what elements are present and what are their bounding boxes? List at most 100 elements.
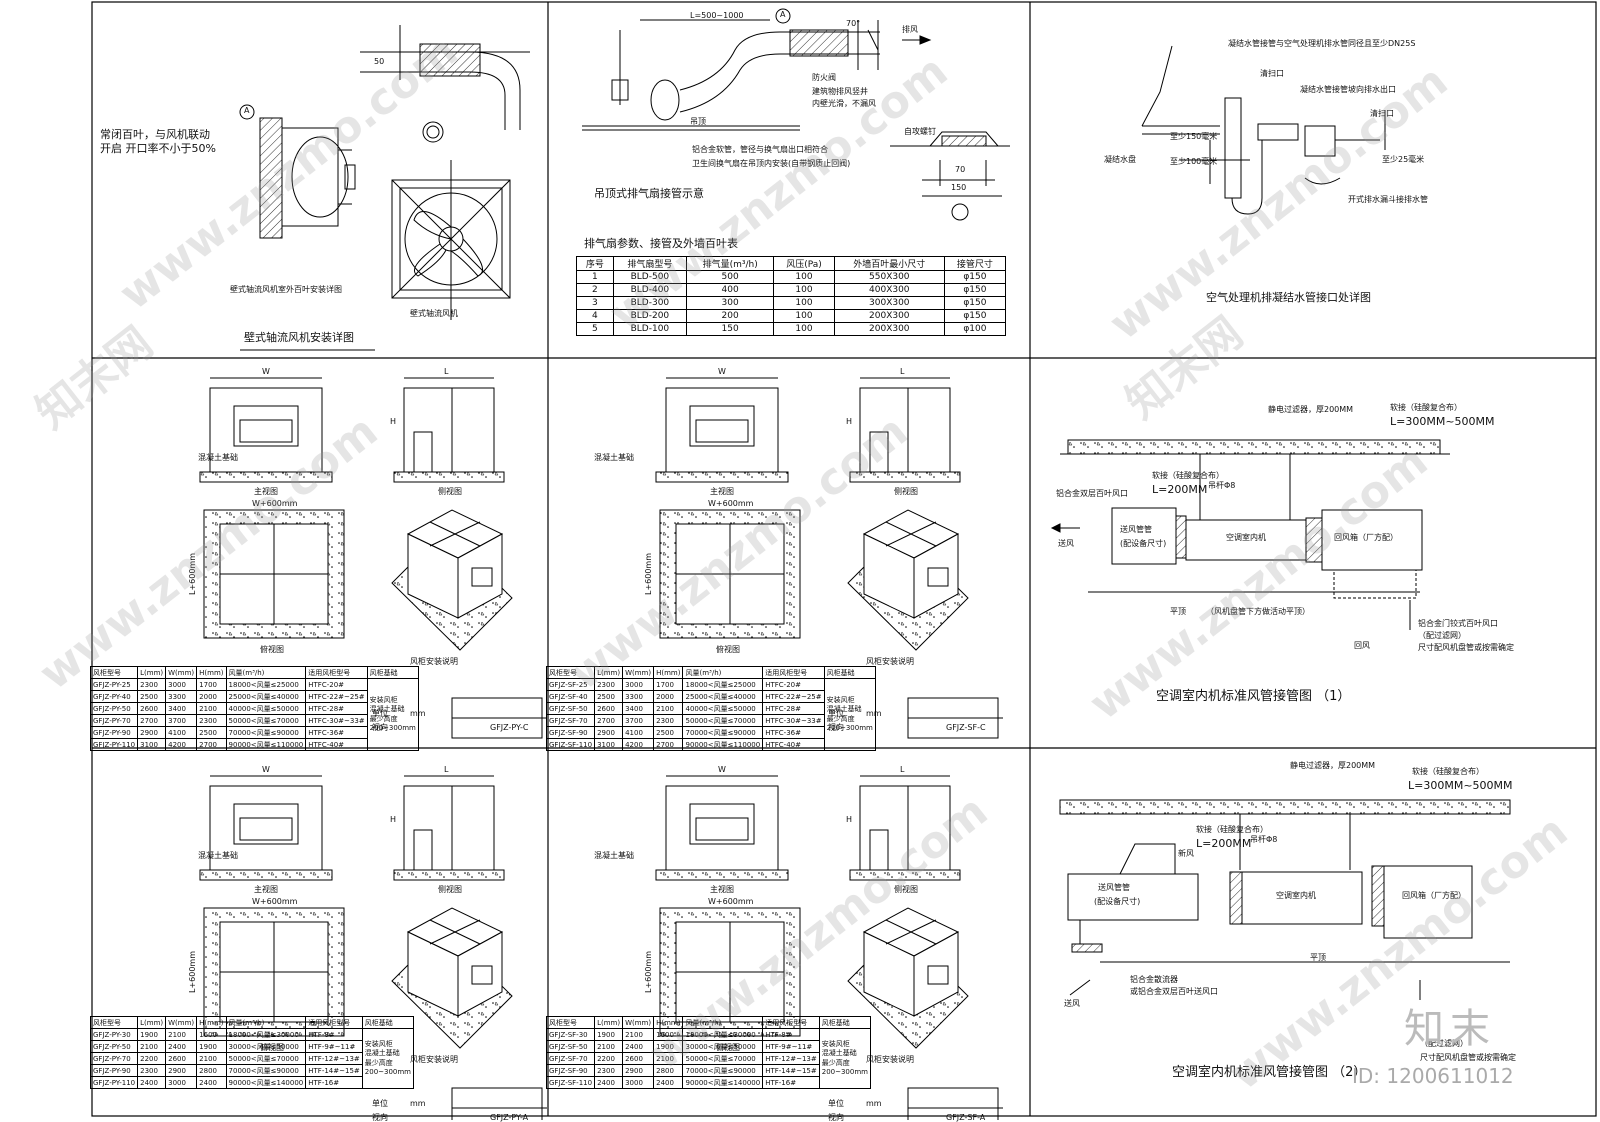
table-cell: L(mm) — [594, 1016, 624, 1029]
view-label: 视向 — [828, 1113, 844, 1122]
duct1-louver: 铝合金双层百叶风口 — [1056, 489, 1128, 498]
ceiling-label: 吊顶 — [690, 117, 706, 126]
screw-label: 自攻螺钉 — [904, 127, 936, 136]
table-cell: 风柜基础 — [823, 666, 876, 679]
dim-l: L — [900, 765, 905, 774]
dim-l: L=500~1000 — [690, 11, 744, 20]
table-cell: HTF-8# — [305, 1028, 363, 1041]
table-cell: 30000<风量≤50000 — [225, 1040, 307, 1053]
table-cell: 2900 — [594, 726, 624, 739]
unit-mm: mm — [410, 1099, 426, 1108]
table-cell: 2400 — [137, 1076, 167, 1089]
table-cell: 300 — [686, 296, 775, 310]
table-cell: 4 — [576, 309, 614, 323]
dim-h: H — [846, 815, 853, 824]
table-cell: HTF-16# — [762, 1076, 820, 1089]
table-cell: 2700 — [594, 714, 624, 727]
view-label: 视向 — [372, 1113, 388, 1122]
fan-caption: 壁式轴流风机 — [410, 309, 458, 318]
table-cell: 3100 — [137, 738, 167, 751]
table-cell: 2400 — [594, 1076, 624, 1089]
table-cell: GFJZ-PY-90 — [89, 726, 139, 739]
notes-title: 风柜安装说明 — [410, 657, 458, 666]
base-note-line: 200~300mm — [364, 1067, 412, 1076]
duct2-return-louver-2: 尺寸配风机盘管或按需确定 — [1420, 1053, 1516, 1062]
table-cell: 风量(m³/h) — [225, 666, 307, 679]
table-cell: W(mm) — [165, 1016, 198, 1029]
table-cell: 18000<风量≤25000 — [225, 678, 307, 691]
table-cell: 2600 — [165, 1052, 198, 1065]
concrete-base-label: 混凝土基础 — [594, 453, 634, 462]
note-2: 建筑物排风竖井 — [812, 87, 868, 96]
table-cell: 2700 — [137, 714, 167, 727]
table-header-row: 序号排气扇型号排气量(m³/h)风压(Pa)外墙百叶最小尺寸接管尺寸 — [576, 256, 1007, 271]
table-cell: 100 — [773, 270, 835, 284]
table-cell: 2400 — [165, 1040, 198, 1053]
table-cell: GFJZ-SF-110 — [545, 738, 596, 751]
dim-l: L — [900, 367, 905, 376]
table-cell: 150 — [686, 322, 775, 336]
table-cell: 2900 — [165, 1064, 198, 1077]
table-cell: 90000<风量≤140000 — [682, 1076, 764, 1089]
duct1-ceiling: 平顶 — [1170, 607, 1186, 616]
dim-w600: W+600mm — [252, 499, 298, 508]
table-cell: φ150 — [943, 283, 1007, 297]
duct1-return: 回风 — [1354, 641, 1370, 650]
table-cell: 风压(Pa) — [773, 256, 835, 271]
table-cell: 3000 — [165, 1076, 198, 1089]
duct1-return-louver-1: 铝合金门铰式百叶风口 — [1418, 619, 1498, 628]
notes-title: 风柜安装说明 — [410, 1055, 458, 1064]
table-cell: 风柜型号 — [545, 1016, 596, 1029]
ceiling-exhaust-drawing — [582, 8, 932, 131]
table-cell: 2000 — [653, 690, 684, 703]
table-cell: 2600 — [137, 702, 167, 715]
table-cell: GFJZ-SF-70 — [545, 714, 596, 727]
dim-w: W — [718, 765, 726, 774]
table-cell: 3700 — [622, 714, 655, 727]
table-cell: 2200 — [594, 1052, 624, 1065]
base-note-line: 混凝土基础 — [369, 705, 405, 714]
duct2-flex: 软接（硅酸复合布） — [1412, 767, 1484, 776]
table-cell: 90000<风量≤110000 — [225, 738, 307, 751]
table-cell: 50000<风量≤70000 — [225, 714, 307, 727]
table-cell: GFJZ-PY-90 — [89, 1064, 139, 1077]
dim-70: 70 — [955, 165, 966, 174]
table-cell: 2600 — [622, 1052, 655, 1065]
base-note-line: 混凝土基础 — [826, 705, 862, 714]
table-cell: 5 — [576, 322, 614, 336]
table-cell: GFJZ-SF-50 — [545, 702, 596, 715]
table-cell: GFJZ-PY-30 — [89, 1028, 139, 1041]
table-cell: H(mm) — [653, 666, 684, 679]
callout-a2: A — [780, 10, 786, 19]
dim-w600: W+600mm — [708, 499, 754, 508]
table-cell: 2200 — [137, 1052, 167, 1065]
exhaust-label: 排风 — [902, 25, 918, 34]
dim-l: L — [444, 765, 449, 774]
table-cell: 100 — [773, 322, 835, 336]
drain-tray: 凝结水盘 — [1104, 155, 1136, 164]
table-cell: GFJZ-PY-70 — [89, 714, 139, 727]
table-cell: 接管尺寸 — [943, 256, 1007, 271]
table-cell: 4100 — [165, 726, 198, 739]
table-cell: 1 — [576, 270, 614, 284]
table-cell: L(mm) — [137, 1016, 167, 1029]
duct1-flex-small-len: L=200MM — [1152, 483, 1208, 496]
table-cell: GFJZ-SF-110 — [545, 1076, 596, 1089]
duct-diagram-1 — [1050, 439, 1450, 630]
duct1-flex-len: L=300MM~500MM — [1390, 415, 1495, 428]
dim-w: W — [262, 765, 270, 774]
dim-w600: W+600mm — [252, 897, 298, 906]
note-5: 卫生间换气扇在吊顶内安装(自带钢质止回阀) — [692, 159, 851, 168]
table-cell: 90000<风量≤110000 — [682, 738, 764, 751]
